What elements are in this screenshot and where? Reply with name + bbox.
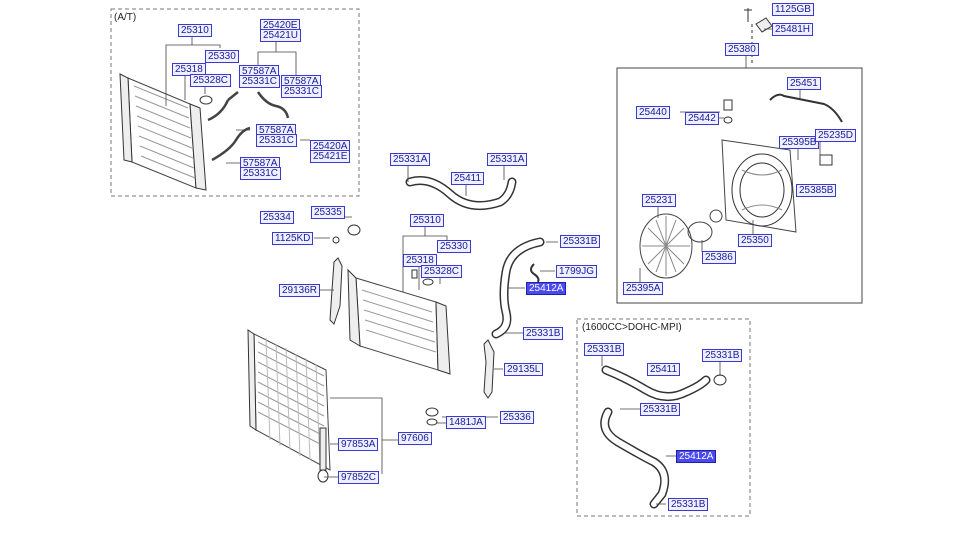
fan-blade-drawing <box>639 209 723 279</box>
part-label[interactable]: 25335 <box>311 206 345 219</box>
part-label[interactable]: 25318 <box>403 254 437 267</box>
bracket-right-drawing <box>483 339 495 399</box>
dohc-group-box <box>576 318 751 517</box>
part-label[interactable]: 25331A <box>390 153 431 166</box>
part-label[interactable]: 1799JG <box>556 265 598 278</box>
part-label-highlighted[interactable]: 25412A <box>526 282 567 295</box>
part-label[interactable]: 57587A <box>239 65 280 78</box>
at-caption: (A/T) <box>114 12 137 23</box>
part-label[interactable]: 25385B <box>796 184 837 197</box>
part-label[interactable]: 25310 <box>178 24 212 37</box>
part-label[interactable]: 25328C <box>421 265 463 278</box>
part-label[interactable]: 97853A <box>338 438 379 451</box>
part-label[interactable]: 25395A <box>623 282 664 295</box>
at-group-box <box>110 8 360 197</box>
bracket-left-drawing <box>329 257 343 325</box>
part-label[interactable]: 25386 <box>702 251 736 264</box>
part-label[interactable]: 1125GB <box>772 3 814 16</box>
part-label[interactable]: 25331B <box>702 349 743 362</box>
part-label[interactable]: 25231 <box>642 194 676 207</box>
part-label[interactable]: 1125KD <box>272 232 314 245</box>
part-label[interactable]: 25451 <box>787 77 821 90</box>
fan-group-box <box>616 67 863 304</box>
part-label[interactable]: 25331B <box>584 343 625 356</box>
part-label[interactable]: 97852C <box>338 471 380 484</box>
part-label[interactable]: 25440 <box>636 106 670 119</box>
part-label[interactable]: 25330 <box>205 50 239 63</box>
part-label-highlighted[interactable]: 25412A <box>676 450 717 463</box>
part-label[interactable]: 25395B <box>779 136 820 149</box>
part-label[interactable]: 25330 <box>437 240 471 253</box>
part-label[interactable]: 25331C <box>240 167 282 180</box>
part-label[interactable]: 25331B <box>523 327 564 340</box>
part-label[interactable]: 29135L <box>504 363 544 376</box>
part-label[interactable]: 25442 <box>685 112 719 125</box>
part-label[interactable]: 25235D <box>815 129 857 142</box>
part-label[interactable]: 25328C <box>190 74 232 87</box>
part-label[interactable]: 57587A <box>281 75 322 88</box>
part-label[interactable]: 25331A <box>487 153 528 166</box>
part-label[interactable]: 25331C <box>239 75 281 88</box>
part-label[interactable]: 25331B <box>560 235 601 248</box>
dohc-caption: (1600CC>DOHC-MPI) <box>582 322 682 333</box>
part-label[interactable]: 25331B <box>668 498 709 511</box>
part-label[interactable]: 25310 <box>410 214 444 227</box>
part-label[interactable]: 25336 <box>500 411 534 424</box>
part-label[interactable]: 25331B <box>640 403 681 416</box>
part-label[interactable]: 25331C <box>281 85 323 98</box>
part-label[interactable]: 25421E <box>310 150 351 163</box>
part-label[interactable]: 25318 <box>172 63 206 76</box>
condenser-drawing <box>247 329 331 483</box>
part-label[interactable]: 25350 <box>738 234 772 247</box>
part-label[interactable]: 25411 <box>647 363 681 376</box>
part-label[interactable]: 25334 <box>260 211 294 224</box>
part-label[interactable]: 1481JA <box>446 416 486 429</box>
dohc-lower-hose-drawing <box>600 407 670 509</box>
part-label[interactable]: 25331C <box>256 134 298 147</box>
part-label[interactable]: 97606 <box>398 432 432 445</box>
radiator-drawing <box>332 224 451 426</box>
fan-shroud-drawing <box>721 93 843 233</box>
part-label[interactable]: 29136R <box>279 284 321 297</box>
part-label[interactable]: 25411 <box>451 172 485 185</box>
part-label[interactable]: 25380 <box>725 43 759 56</box>
part-label[interactable]: 25481H <box>772 23 814 36</box>
part-label[interactable]: 25421U <box>260 29 302 42</box>
